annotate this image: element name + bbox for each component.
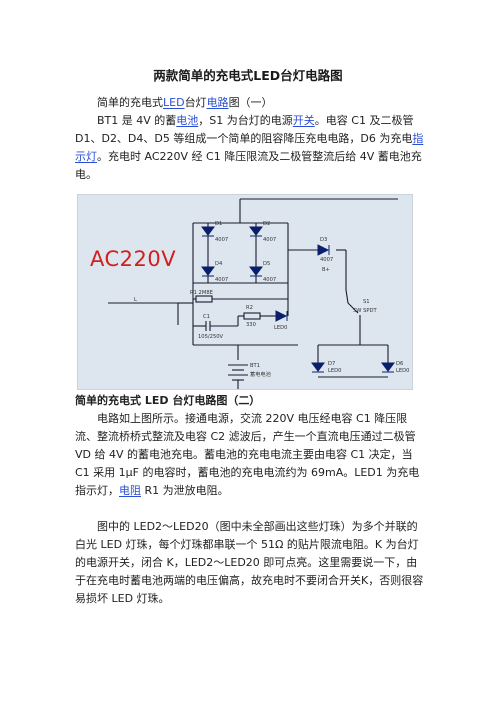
circuit-diagram: D1 4007 D2 4007 D4 4007 D5 4007 D3 4007 … (77, 194, 413, 390)
label-d1-value: 4007 (215, 237, 228, 243)
p2-text-c: 。电容 C1 及二极管 D1、D2、D4、D5 等组成一个简单的阻容降压充电电路… (75, 114, 414, 145)
label-d1: D1 (215, 221, 222, 227)
label-bplus: B+ (322, 267, 330, 273)
link-led[interactable]: LED (163, 96, 185, 109)
label-d6-value: LED0 (396, 368, 409, 374)
diode-d1-icon (201, 226, 215, 236)
label-r1: R1 2M8E (190, 290, 213, 296)
p2-text-a: BT1 是 4V 的蓄 (97, 114, 177, 127)
paragraph-1: BT1 是 4V 的蓄电池，S1 为台灯的电源开关。电容 C1 及二极管 D1、… (75, 112, 427, 184)
label-d4-value: 4007 (215, 277, 228, 283)
label-d5-value: 4007 (263, 277, 276, 283)
diode-d2-icon (249, 226, 263, 236)
label-c1-value: 105/250V (198, 334, 224, 340)
paragraph-2: 电路如上图所示。接通电源，交流 220V 电压经电容 C1 降压限流、整流桥桥式… (75, 410, 427, 500)
p2-text-b: ，S1 为台灯的电源 (198, 114, 293, 127)
diode-d4-icon (201, 266, 215, 276)
label-led-charge: LED0 (274, 325, 287, 331)
label-s1-value: SW SPDT (353, 308, 377, 314)
section-heading-1: 简单的充电式LED台灯电路图（一） (75, 94, 427, 112)
link-circuit[interactable]: 电路 (206, 96, 229, 109)
link-switch[interactable]: 开关 (292, 114, 315, 127)
label-bt1: BT1 (250, 363, 260, 369)
paragraph-3: 图中的 LED2～LED20（图中未全部画出这些灯珠）为多个并联的白光 LED … (75, 520, 424, 605)
label-d2-value: 4007 (263, 237, 276, 243)
p2-text-d: 。充电时 AC220V 经 C1 降压限流及二极管整流后给 4V 蓄电池充电。 (75, 150, 422, 181)
page-title: 两款简单的充电式LED台灯电路图 (153, 68, 343, 83)
label-c1: C1 (203, 314, 210, 320)
label-s1: S1 (363, 299, 370, 305)
label-r2-value: 330 (246, 322, 256, 328)
diode-d5-icon (249, 266, 263, 276)
p3-text-b: R1 为泄放电阻。 (141, 484, 229, 497)
label-d3: D3 (320, 237, 327, 243)
label-r2: R2 (246, 305, 253, 311)
label-l: L (134, 297, 137, 303)
p3-text-a: 电路如上图所示。接通电源，交流 220V 电压经电容 C1 降压限流、整流桥桥式… (75, 412, 420, 497)
led-charge-icon (275, 310, 288, 322)
diode-d3-icon (317, 244, 330, 256)
label-d3-value: 4007 (320, 257, 333, 263)
label-d5: D5 (263, 261, 270, 267)
heading-1-text-c: 图（一） (228, 96, 273, 109)
label-d6: D6 (396, 361, 403, 367)
heading-1-text-a: 简单的充电式 (97, 96, 163, 109)
label-bt1-value: 蓄电电池 (250, 370, 271, 378)
label-d4: D4 (215, 261, 223, 267)
link-resistor[interactable]: 电阻 (119, 484, 141, 497)
link-indicator[interactable]: 指示灯 (75, 132, 424, 163)
heading-1-text-b: 台灯 (184, 96, 207, 109)
led-d6-icon (381, 362, 395, 372)
circuit-schematic: D1 4007 D2 4007 D4 4007 D5 4007 D3 4007 … (108, 198, 409, 389)
ac220v-label: AC220V (90, 247, 177, 271)
section-heading-2: 简单的充电式 LED 台灯电路图（二） (75, 394, 261, 407)
label-d7-value: LED0 (328, 368, 341, 374)
label-d7: D7 (328, 361, 335, 367)
led-d7-icon (311, 362, 325, 372)
label-d2: D2 (263, 221, 270, 227)
link-battery[interactable]: 电池 (176, 114, 199, 127)
